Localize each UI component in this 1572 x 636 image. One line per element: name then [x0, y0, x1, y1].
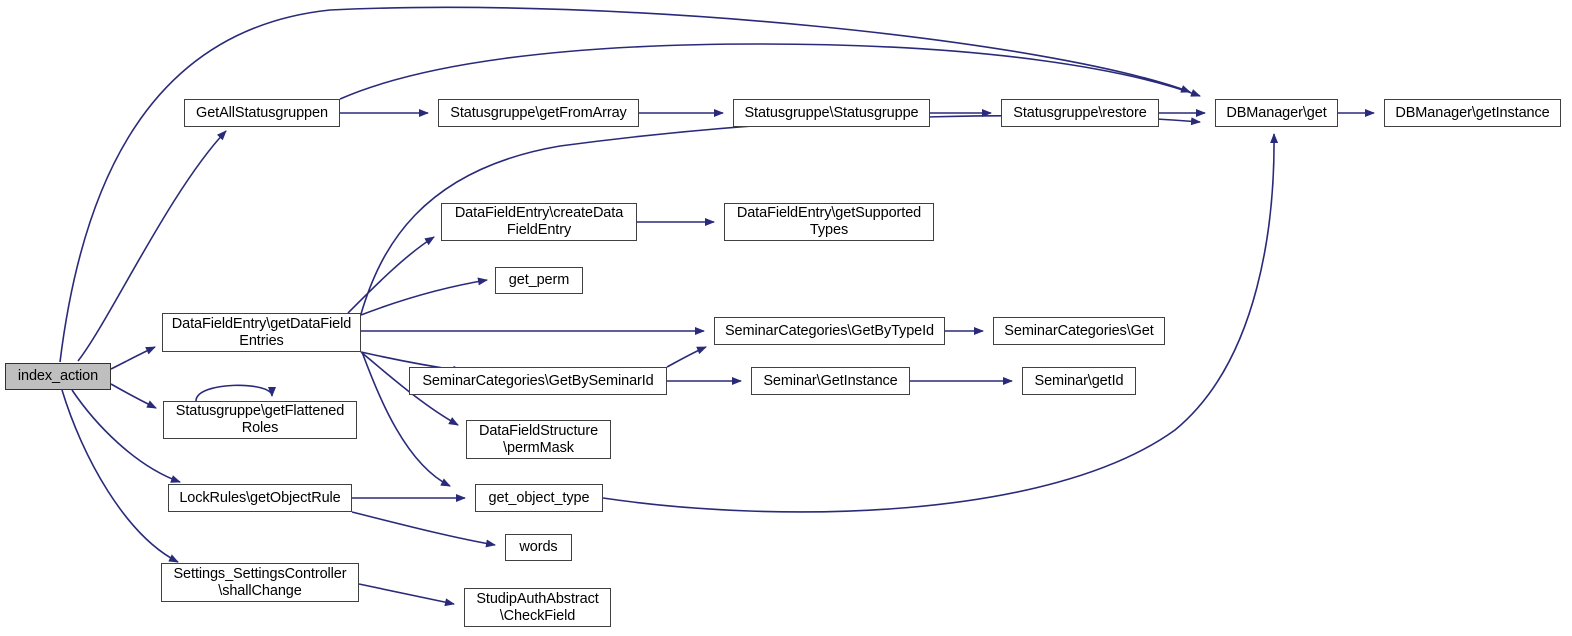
node-seminar-getid[interactable]: Seminar\getId [1022, 367, 1136, 395]
edge-index_action-sgflattened [110, 383, 157, 409]
edge-index_action-lrgetobjectrule [71, 389, 181, 483]
edge-dfeentries-dfecreate [347, 236, 435, 314]
node-getallstatusgruppen[interactable]: GetAllStatusgruppen [184, 99, 340, 127]
edge-index_action-dfeentries [110, 346, 156, 370]
edge-getobjecttype-dbmget [602, 133, 1279, 513]
edge-settingsshallchange-studipcheckfield [358, 583, 455, 607]
node-datafieldentry-getdatafieldentries[interactable]: DataFieldEntry\getDataField Entries [162, 313, 361, 352]
node-index-action[interactable]: index_action [5, 363, 111, 390]
node-dbmanager-getinstance[interactable]: DBManager\getInstance [1384, 99, 1561, 127]
edge-getallstatusgruppen-dbmget [339, 43, 1201, 100]
edge-lrgetobjectrule-words [351, 511, 496, 548]
edge-index_action-getallstatusgruppen [77, 130, 227, 362]
node-seminarcategories-getbyseminarid[interactable]: SeminarCategories\GetBySeminarId [409, 367, 667, 395]
edge-sgflattened-self [195, 384, 276, 402]
node-dbmanager-get[interactable]: DBManager\get [1215, 99, 1338, 127]
node-datafieldentry-getsupportedtypes[interactable]: DataFieldEntry\getSupported Types [724, 203, 934, 241]
node-seminarcategories-get[interactable]: SeminarCategories\Get [993, 317, 1165, 345]
node-seminar-getinstance[interactable]: Seminar\GetInstance [751, 367, 910, 395]
node-datafieldentry-createdatafieldentry[interactable]: DataFieldEntry\createData FieldEntry [441, 203, 637, 241]
node-settings-settingscontroller-shallchange[interactable]: Settings_SettingsController \shallChange [161, 563, 359, 602]
node-statusgruppe-restore[interactable]: Statusgruppe\restore [1001, 99, 1159, 127]
node-get-perm[interactable]: get_perm [495, 267, 583, 294]
node-words[interactable]: words [505, 534, 572, 561]
node-datafieldstructure-permmask[interactable]: DataFieldStructure \permMask [466, 420, 611, 459]
edge-index_action-dbmget [59, 6, 1191, 363]
node-seminarcategories-getbytypeid[interactable]: SeminarCategories\GetByTypeId [714, 317, 945, 345]
node-studipauthabstract-checkfield[interactable]: StudipAuthAbstract \CheckField [464, 588, 611, 627]
node-statusgruppe-getflattenedroles[interactable]: Statusgruppe\getFlattened Roles [163, 401, 357, 439]
edge-dfeentries-getobjecttype [361, 351, 451, 487]
node-statusgruppe-statusgruppe[interactable]: Statusgruppe\Statusgruppe [733, 99, 930, 127]
node-get-object-type[interactable]: get_object_type [475, 484, 603, 512]
edge-dfeentries-dfspermmask [360, 351, 459, 426]
edge-scbyseminarid-scbytypeid [666, 346, 707, 368]
node-lockrules-getobjectrule[interactable]: LockRules\getObjectRule [168, 484, 352, 512]
edge-dfeentries-getperm [360, 277, 488, 316]
node-statusgruppe-getfromarray[interactable]: Statusgruppe\getFromArray [438, 99, 639, 127]
edge-index_action-settingsshallchange [61, 389, 179, 563]
